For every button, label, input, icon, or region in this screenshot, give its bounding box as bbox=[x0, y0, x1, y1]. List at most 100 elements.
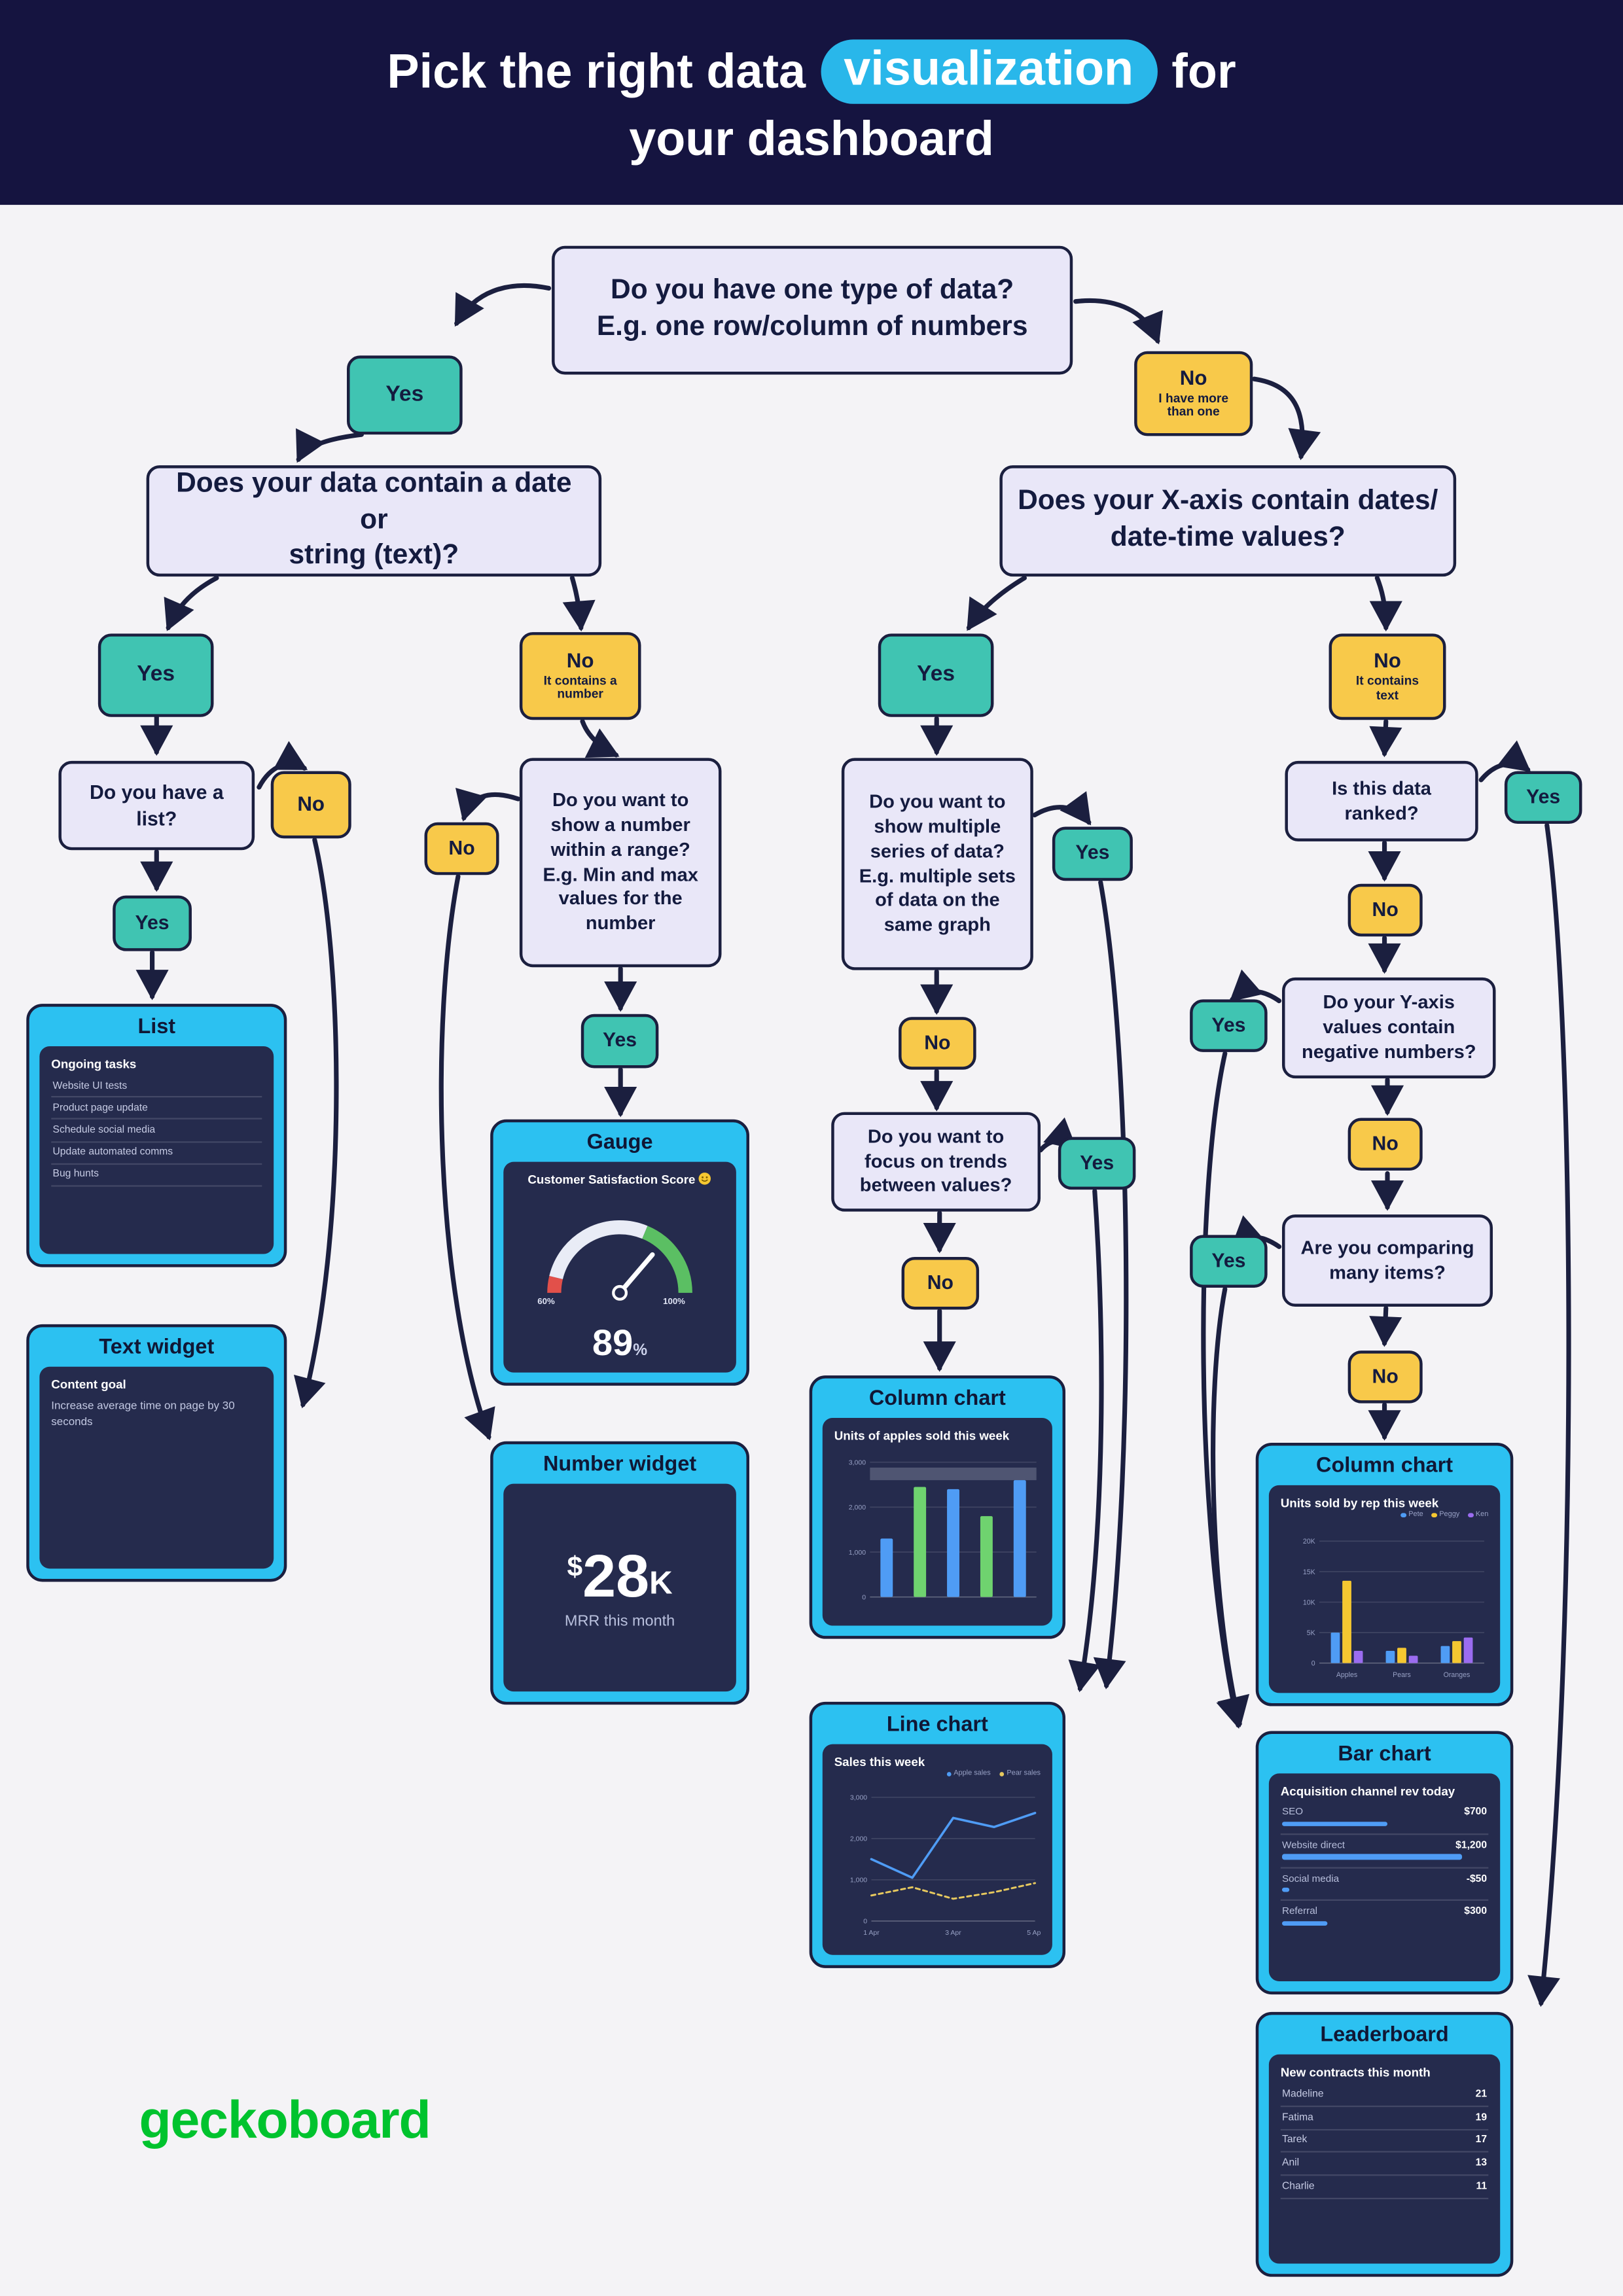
column-chart-1-title: Units of apples sold this week bbox=[834, 1428, 1010, 1443]
answer-yes-ranked: Yes bbox=[1504, 771, 1582, 824]
leaderboard-name: Madeline bbox=[1281, 2089, 1324, 2100]
column-chart-2-card: Column chart Units sold by rep this week… bbox=[1255, 1442, 1514, 1706]
gauge-plot: 60%100% bbox=[537, 1220, 692, 1306]
line-chart-card: Line chart Sales this week Apple sales P… bbox=[809, 1701, 1066, 1968]
leaderboard-row: Tarek 17 bbox=[1280, 2130, 1489, 2153]
leaderboard-row: Fatima 19 bbox=[1280, 2107, 1489, 2130]
answer-no-contains-text: No It contains text bbox=[1329, 633, 1446, 720]
bar-chart-row: SEO$700 bbox=[1280, 1801, 1489, 1835]
bar-chart-row: Website direct$1,200 bbox=[1280, 1835, 1489, 1868]
question-trends: Do you want to focus on trends between v… bbox=[831, 1112, 1041, 1212]
list-item: Schedule social media bbox=[51, 1120, 262, 1142]
svg-text:0: 0 bbox=[863, 1918, 867, 1926]
bar-fill bbox=[1281, 1854, 1463, 1860]
svg-text:Pears: Pears bbox=[1393, 1671, 1411, 1679]
svg-text:0: 0 bbox=[1311, 1659, 1315, 1667]
card-title-leaderboard: Leaderboard bbox=[1320, 2023, 1449, 2047]
column-chart-1-card: Column chart Units of apples sold this w… bbox=[809, 1375, 1066, 1639]
leaderboard-name: Fatima bbox=[1281, 2112, 1313, 2123]
page-title-line2: your dashboard bbox=[629, 110, 994, 165]
text-widget-body: Increase average time on page by 30 seco… bbox=[51, 1398, 235, 1428]
leaderboard-value: 19 bbox=[1475, 2112, 1488, 2123]
answer-yes-root: Yes bbox=[347, 355, 463, 435]
answer-no-negative: No bbox=[1347, 1118, 1423, 1171]
legend-dot bbox=[1432, 1513, 1437, 1518]
arrow bbox=[1073, 298, 1163, 345]
bar-track bbox=[1281, 1888, 1487, 1893]
arrow bbox=[1478, 740, 1531, 783]
arrow bbox=[455, 787, 521, 822]
arrow bbox=[1369, 718, 1402, 758]
list-item: Product page update bbox=[51, 1098, 262, 1120]
question-comparing-items: Are you comparing many items? bbox=[1281, 1214, 1493, 1307]
bar-chart-title: Acquisition channel rev today bbox=[1280, 1784, 1455, 1799]
leaderboard-card: Leaderboard New contracts this month Mad… bbox=[1255, 2011, 1514, 2277]
title-post: for bbox=[1171, 43, 1236, 97]
answer-yes-negative: Yes bbox=[1190, 999, 1268, 1052]
answer-yes-comparing: Yes bbox=[1190, 1235, 1268, 1288]
legend-dot bbox=[1401, 1513, 1406, 1518]
card-title-line-chart: Line chart bbox=[886, 1713, 988, 1737]
arrow bbox=[257, 741, 308, 790]
legend-item: Apple sales bbox=[946, 1771, 991, 1778]
card-title-column-chart-2: Column chart bbox=[1316, 1454, 1454, 1478]
card-title-bar-chart: Bar chart bbox=[1338, 1742, 1431, 1767]
bar-fill bbox=[1281, 1821, 1387, 1826]
arrow bbox=[1210, 1286, 1250, 1727]
bar-row-value: $700 bbox=[1464, 1807, 1488, 1818]
gauge-card: Gauge Customer Satisfaction Score 60%100… bbox=[490, 1119, 749, 1386]
answer-yes-list: Yes bbox=[113, 895, 192, 951]
svg-text:1,000: 1,000 bbox=[849, 1549, 866, 1557]
svg-text:3,000: 3,000 bbox=[850, 1794, 867, 1802]
leaderboard-value: 17 bbox=[1475, 2135, 1488, 2146]
answer-yes-multiple-series: Yes bbox=[1052, 826, 1133, 881]
leaderboard-name: Tarek bbox=[1281, 2135, 1308, 2146]
arrow bbox=[296, 428, 364, 463]
bar-row-value: $300 bbox=[1464, 1907, 1488, 1918]
svg-text:10K: 10K bbox=[1303, 1598, 1315, 1606]
gauge-panel: Customer Satisfaction Score 60%100% 89% bbox=[503, 1161, 736, 1373]
answer-no-list: No bbox=[270, 771, 351, 839]
legend-dot bbox=[946, 1771, 952, 1777]
svg-text:2,000: 2,000 bbox=[850, 1835, 867, 1843]
arrow bbox=[1229, 969, 1282, 1004]
card-title-gauge: Gauge bbox=[586, 1131, 653, 1155]
answer-no-contains-number: No It contains a number bbox=[519, 632, 641, 720]
arrow bbox=[1527, 822, 1571, 2007]
arrow bbox=[293, 838, 339, 1409]
title-pre: Pick the right data bbox=[387, 43, 806, 97]
answer-no-comparing: No bbox=[1347, 1351, 1423, 1404]
line-chart-title: Sales this week bbox=[834, 1754, 925, 1769]
answer-no-trends: No bbox=[901, 1256, 980, 1310]
arrow bbox=[1068, 1188, 1104, 1693]
leaderboard-name: Charlie bbox=[1281, 2181, 1315, 2193]
answer-yes-xaxis: Yes bbox=[878, 633, 994, 717]
leaderboard-value: 13 bbox=[1475, 2159, 1488, 2169]
svg-text:60%: 60% bbox=[537, 1296, 555, 1306]
question-list: Do you have a list? bbox=[58, 760, 255, 851]
list-item: Website UI tests bbox=[51, 1076, 262, 1098]
legend-item: Ken bbox=[1468, 1511, 1488, 1519]
svg-text:Apples: Apples bbox=[1336, 1671, 1357, 1679]
bar-row-label: Social media bbox=[1281, 1873, 1340, 1884]
leaderboard-value: 11 bbox=[1476, 2181, 1488, 2193]
text-widget-title: Content goal bbox=[51, 1377, 126, 1392]
arrow bbox=[1251, 376, 1321, 461]
question-negative-values: Do your Y-axis values contain negative n… bbox=[1281, 977, 1496, 1079]
arrow bbox=[164, 575, 219, 631]
gauge-widget-title: Customer Satisfaction Score bbox=[515, 1172, 724, 1187]
arrow bbox=[580, 718, 620, 758]
page-title-line1: Pick the right data visualization for bbox=[387, 39, 1236, 103]
bar-track bbox=[1281, 1821, 1487, 1826]
